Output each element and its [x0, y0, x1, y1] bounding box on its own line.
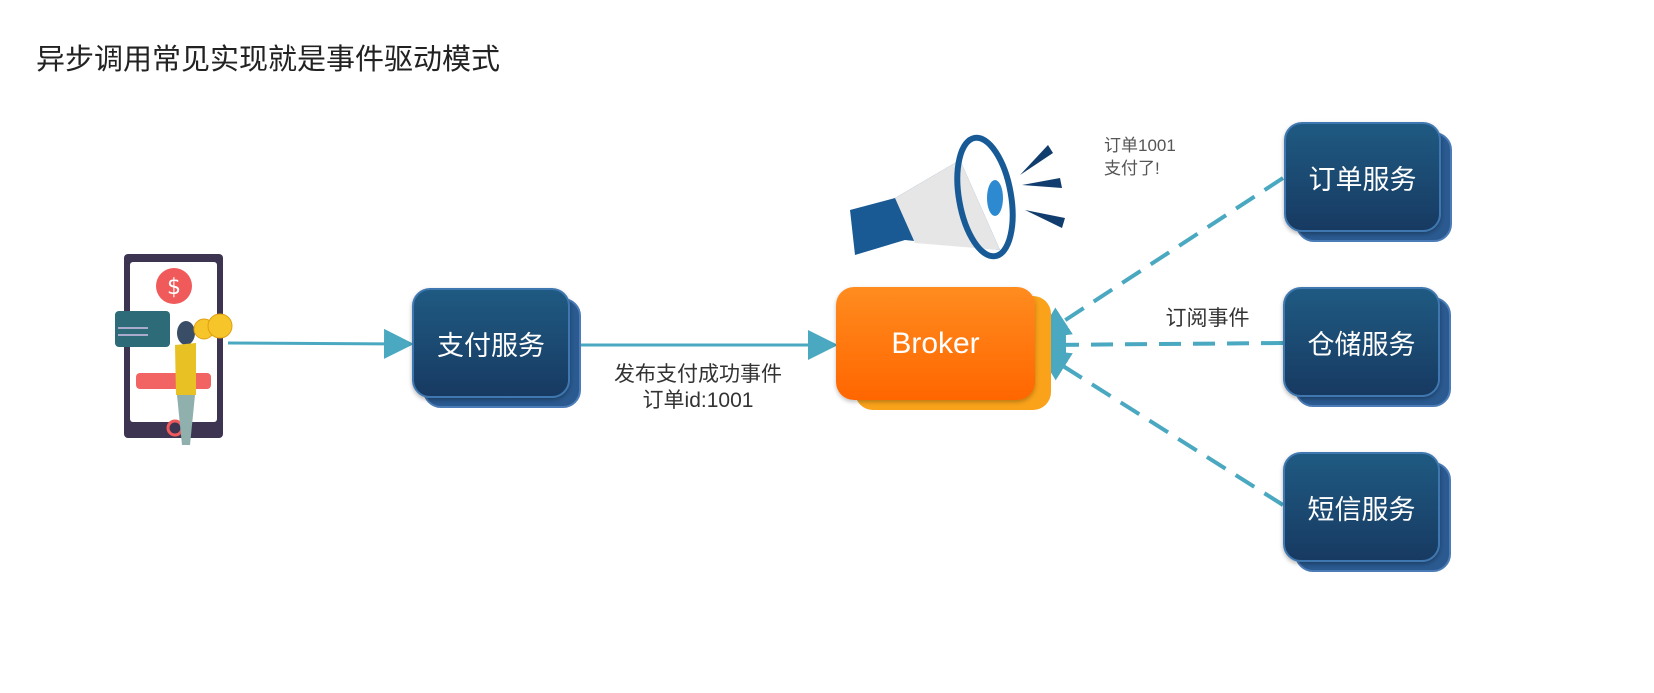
svg-text:$: $ — [167, 275, 181, 300]
publish-event-label: 发布支付成功事件 订单id:1001 — [598, 362, 798, 414]
broker-label: Broker — [891, 326, 980, 360]
subscribe-event-label: 订阅事件 — [1165, 307, 1250, 330]
storage-service-label: 仓储服务 — [1307, 329, 1416, 360]
mobile-payment-illustration: $ — [115, 254, 233, 445]
payment-service-label: 支付服务 — [437, 330, 545, 361]
megaphone-icon — [850, 134, 1065, 260]
order-service-node[interactable]: 订单服务 — [1284, 122, 1441, 232]
announcement-line1: 订单1001 — [1104, 136, 1176, 155]
storage-service-node[interactable]: 仓储服务 — [1283, 287, 1440, 397]
page-title: 异步调用常见实现就是事件驱动模式 — [36, 44, 501, 76]
order-service-label: 订单服务 — [1308, 164, 1417, 195]
sms-service-node[interactable]: 短信服务 — [1283, 452, 1440, 562]
arrow-order-to-broker — [1037, 176, 1285, 339]
payment-service-node[interactable]: 支付服务 — [412, 288, 570, 398]
arrow-phone-to-payment — [227, 328, 414, 359]
publish-event-line1: 发布支付成功事件 — [614, 363, 782, 386]
broker-node[interactable]: Broker — [836, 287, 1035, 400]
arrow-storage-to-broker — [1034, 328, 1284, 361]
arrow-sms-to-broker — [1037, 349, 1285, 507]
announcement-line2: 支付了! — [1104, 159, 1160, 178]
sms-service-label: 短信服务 — [1307, 494, 1416, 525]
publish-event-line2: 订单id:1001 — [642, 389, 754, 412]
announcement-text: 订单1001 支付了! — [1104, 134, 1176, 180]
